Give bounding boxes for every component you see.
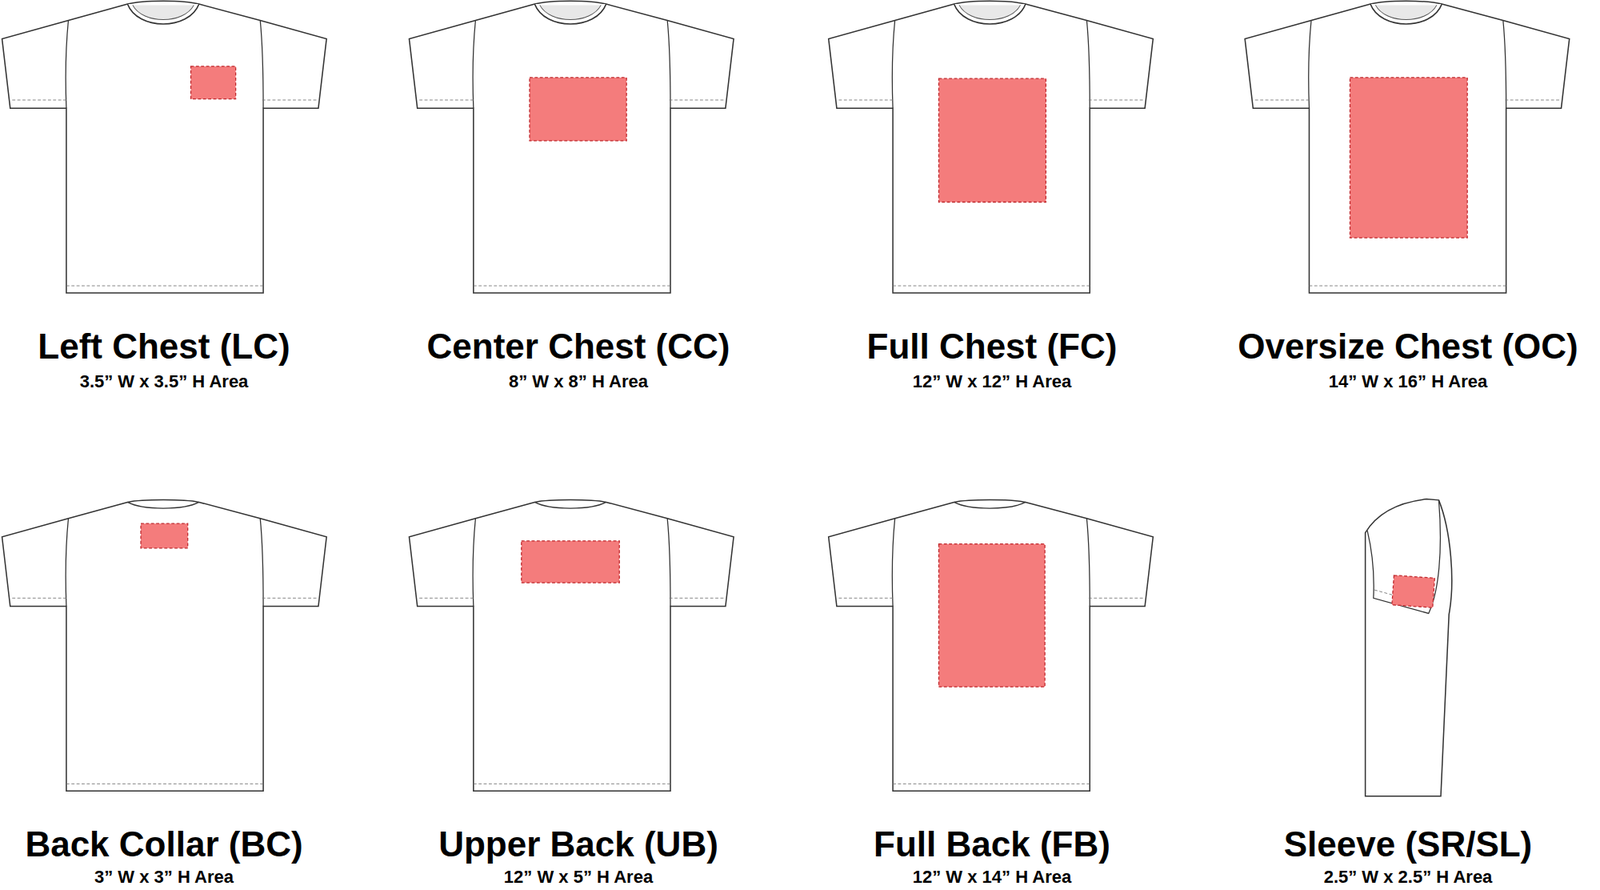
area-dimension: 8” W x 8” H Area	[508, 371, 648, 392]
area-dimension: 3” W x 3” H Area	[94, 866, 234, 887]
placement-name: Upper Back (UB)	[438, 824, 719, 865]
placement-name: Oversize Chest (OC)	[1237, 326, 1578, 368]
placement-name: Sleeve (SR/SL)	[1284, 824, 1533, 865]
placement-name: Left Chest (LC)	[37, 326, 290, 368]
area-dimension: 12” W x 14” H Area	[912, 866, 1072, 887]
placement-name: Back Collar (BC)	[24, 824, 303, 865]
area-dimension: 2.5” W x 2.5” H Area	[1324, 866, 1493, 887]
area-dimension: 12” W x 12” H Area	[912, 371, 1072, 392]
placement-name: Center Chest (CC)	[427, 326, 731, 368]
area-dimension: 14” W x 16” H Area	[1328, 371, 1488, 392]
area-dimension: 3.5” W x 3.5” H Area	[80, 371, 249, 392]
placement-name: Full Back (FB)	[873, 824, 1111, 865]
placement-name: Full Chest (FC)	[867, 326, 1118, 368]
area-dimension: 12” W x 5” H Area	[504, 866, 653, 887]
